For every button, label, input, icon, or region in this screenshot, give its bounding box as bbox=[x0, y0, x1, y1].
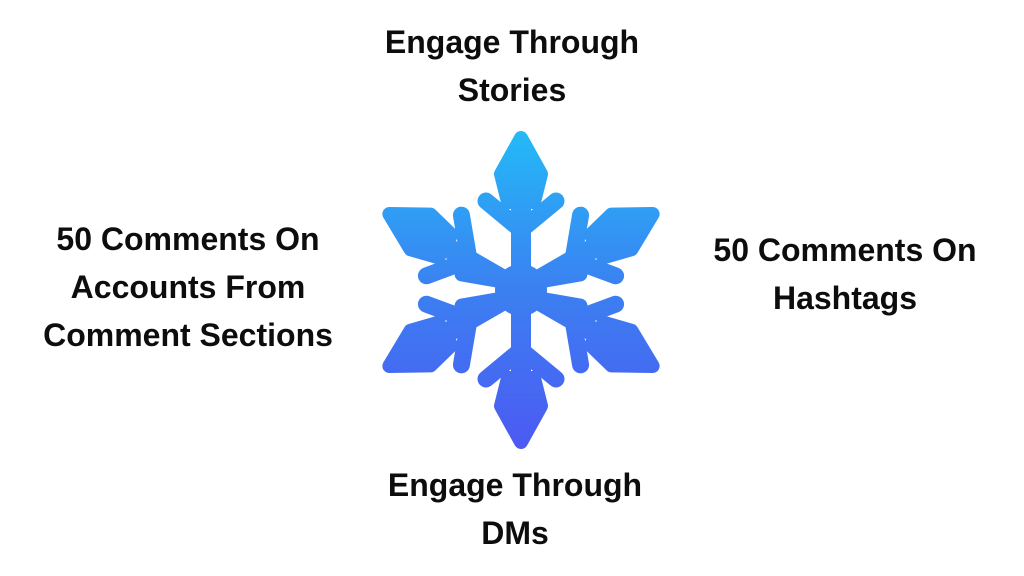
label-line: 50 Comments On bbox=[713, 232, 977, 268]
label-line: Hashtags bbox=[772, 280, 918, 316]
label-comments-accounts: 50 Comments On Accounts From Comment Sec… bbox=[12, 215, 364, 359]
label-line: Engage Through bbox=[384, 24, 640, 60]
label-engage-dms: Engage Through DMs bbox=[315, 461, 715, 557]
label-line: Stories bbox=[457, 72, 567, 108]
label-engage-stories: Engage Through Stories bbox=[312, 18, 712, 114]
label-line: DMs bbox=[481, 515, 549, 551]
snowflake-icon bbox=[344, 104, 698, 474]
label-line: 50 Comments On bbox=[56, 221, 320, 257]
label-line: Comment Sections bbox=[43, 317, 333, 353]
label-line: Accounts From bbox=[70, 269, 306, 305]
label-comments-hashtags: 50 Comments On Hashtags bbox=[670, 226, 1020, 322]
